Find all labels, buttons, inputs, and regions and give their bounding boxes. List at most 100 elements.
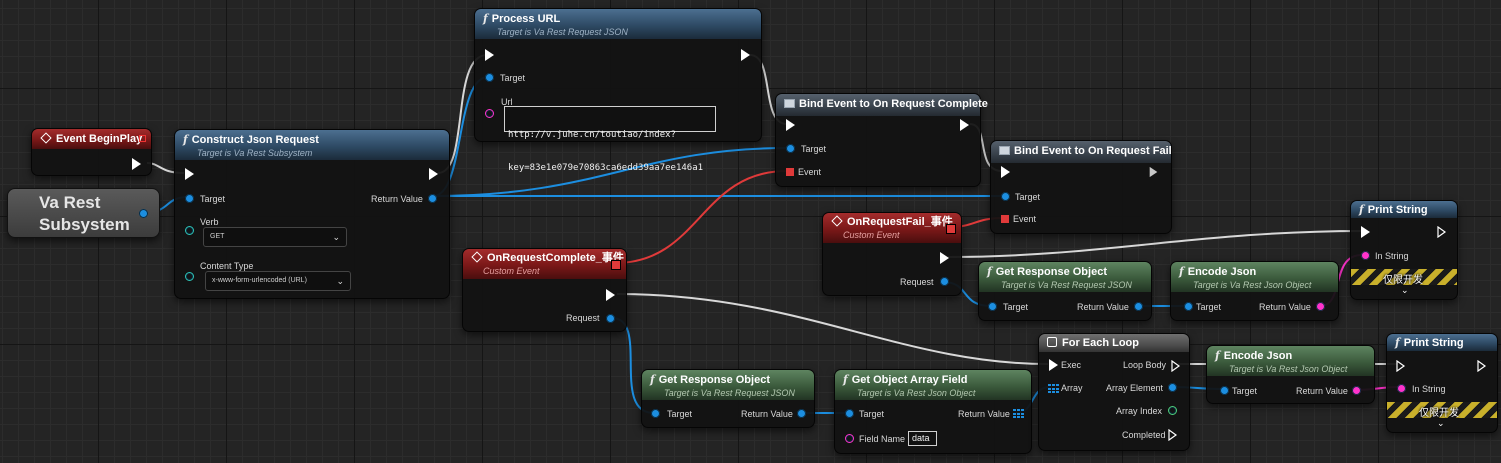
return-value-pin[interactable] (797, 409, 806, 418)
title-text: For Each Loop (1062, 337, 1139, 349)
exec-out-pin[interactable] (940, 252, 949, 264)
on-request-complete-event-node[interactable]: OnRequestComplete_事件 Custom Event Reques… (462, 248, 627, 332)
function-icon: f (1395, 336, 1400, 349)
verb-pin[interactable] (185, 226, 194, 235)
target-pin[interactable] (786, 144, 795, 153)
return-value-pin[interactable] (1316, 302, 1325, 311)
url-line-2: key=83e1e079e70863ca6edd39aa7ee146a1 (508, 163, 704, 173)
pin-label: Verb (200, 217, 219, 227)
exec-in-pin[interactable] (1001, 166, 1010, 178)
array-index-pin[interactable] (1168, 406, 1177, 415)
exec-out-pin[interactable] (606, 289, 615, 301)
exec-out-pin[interactable] (429, 168, 438, 180)
delegate-pin[interactable] (611, 260, 621, 270)
for-each-loop-node[interactable]: For Each Loop Exec Loop Body Array Array… (1038, 333, 1190, 451)
exec-in-pin[interactable] (1049, 359, 1058, 371)
url-pin[interactable] (485, 109, 494, 118)
request-pin[interactable] (940, 277, 949, 286)
in-string-pin[interactable] (1361, 251, 1370, 260)
target-pin[interactable] (485, 73, 494, 82)
array-return-pin[interactable] (1013, 409, 1024, 419)
content-type-dropdown[interactable]: x-www-form-urlencoded (URL) ⌄ (205, 271, 351, 291)
field-name-input[interactable]: data (908, 431, 937, 446)
event-pin[interactable] (1001, 215, 1009, 223)
delegate-pin[interactable] (946, 224, 956, 234)
pin-label: Target (801, 144, 827, 154)
exec-out-pin[interactable] (1477, 359, 1487, 373)
bind-on-request-fail-node[interactable]: Bind Event to On Request Fail Target Eve… (990, 140, 1172, 234)
exec-in-pin[interactable] (1361, 226, 1370, 238)
verb-dropdown[interactable]: GET ⌄ (203, 227, 347, 247)
pin-label: Return Value (1077, 302, 1129, 312)
url-field[interactable]: http://v.juhe.cn/toutiao/index? key=83e1… (504, 106, 716, 173)
pin-label: Request (900, 277, 934, 287)
array-pin[interactable] (1048, 384, 1059, 394)
exec-in-pin[interactable] (185, 168, 194, 180)
function-icon: f (1215, 349, 1220, 362)
event-beginplay-node[interactable]: Event BeginPlay (31, 128, 152, 176)
target-pin[interactable] (651, 409, 660, 418)
exec-out-pin[interactable] (960, 119, 969, 131)
expand-chevron-icon[interactable]: ⌄ (1437, 418, 1445, 428)
pin-label: Completed (1122, 430, 1166, 440)
target-pin[interactable] (988, 302, 997, 311)
exec-in-pin[interactable] (1396, 359, 1406, 373)
node-subtitle: Target is Va Rest Json Object (1193, 280, 1312, 290)
field-name-pin[interactable] (845, 434, 854, 443)
object-wire (432, 147, 788, 197)
function-icon: f (987, 265, 992, 278)
pin-label: Field Name (859, 434, 906, 444)
event-pin[interactable] (786, 168, 794, 176)
loop-icon (1047, 337, 1057, 347)
in-string-pin[interactable] (1397, 384, 1406, 393)
pin-label: Return Value (371, 194, 423, 204)
loop-body-exec-pin[interactable] (1171, 359, 1181, 373)
pin-label: Exec (1061, 360, 1082, 370)
return-value-pin[interactable] (1134, 302, 1143, 311)
exec-in-pin[interactable] (485, 49, 494, 61)
expand-chevron-icon[interactable]: ⌄ (1401, 285, 1409, 295)
completed-exec-pin[interactable] (1168, 428, 1178, 442)
return-value-pin[interactable] (139, 209, 148, 218)
content-type-pin[interactable] (185, 272, 194, 281)
exec-out-pin[interactable] (741, 49, 750, 61)
on-request-fail-event-node[interactable]: OnRequestFail_事件 Custom Event Request (822, 212, 962, 296)
exec-out-pin[interactable] (132, 158, 141, 170)
development-only-banner (1387, 402, 1497, 418)
target-pin[interactable] (1001, 192, 1010, 201)
bind-on-request-complete-node[interactable]: Bind Event to On Request Complete Target… (775, 93, 988, 187)
array-element-pin[interactable] (1168, 383, 1177, 392)
title-text: Encode Json (1223, 350, 1293, 362)
target-pin[interactable] (1220, 386, 1229, 395)
target-pin[interactable] (1184, 302, 1193, 311)
pin-label: In String (1375, 251, 1409, 261)
target-pin[interactable] (845, 409, 854, 418)
event-icon (471, 251, 483, 263)
request-pin[interactable] (606, 314, 615, 323)
return-value-pin[interactable] (428, 194, 437, 203)
return-value-pin[interactable] (1352, 386, 1361, 395)
pin-label: Request (566, 313, 600, 323)
va-rest-subsystem-node[interactable]: Va Rest Subsystem (7, 188, 160, 238)
target-pin[interactable] (185, 194, 194, 203)
exec-out-pin[interactable] (1149, 166, 1158, 178)
pin-label: Event (798, 167, 822, 177)
exec-in-pin[interactable] (786, 119, 795, 131)
